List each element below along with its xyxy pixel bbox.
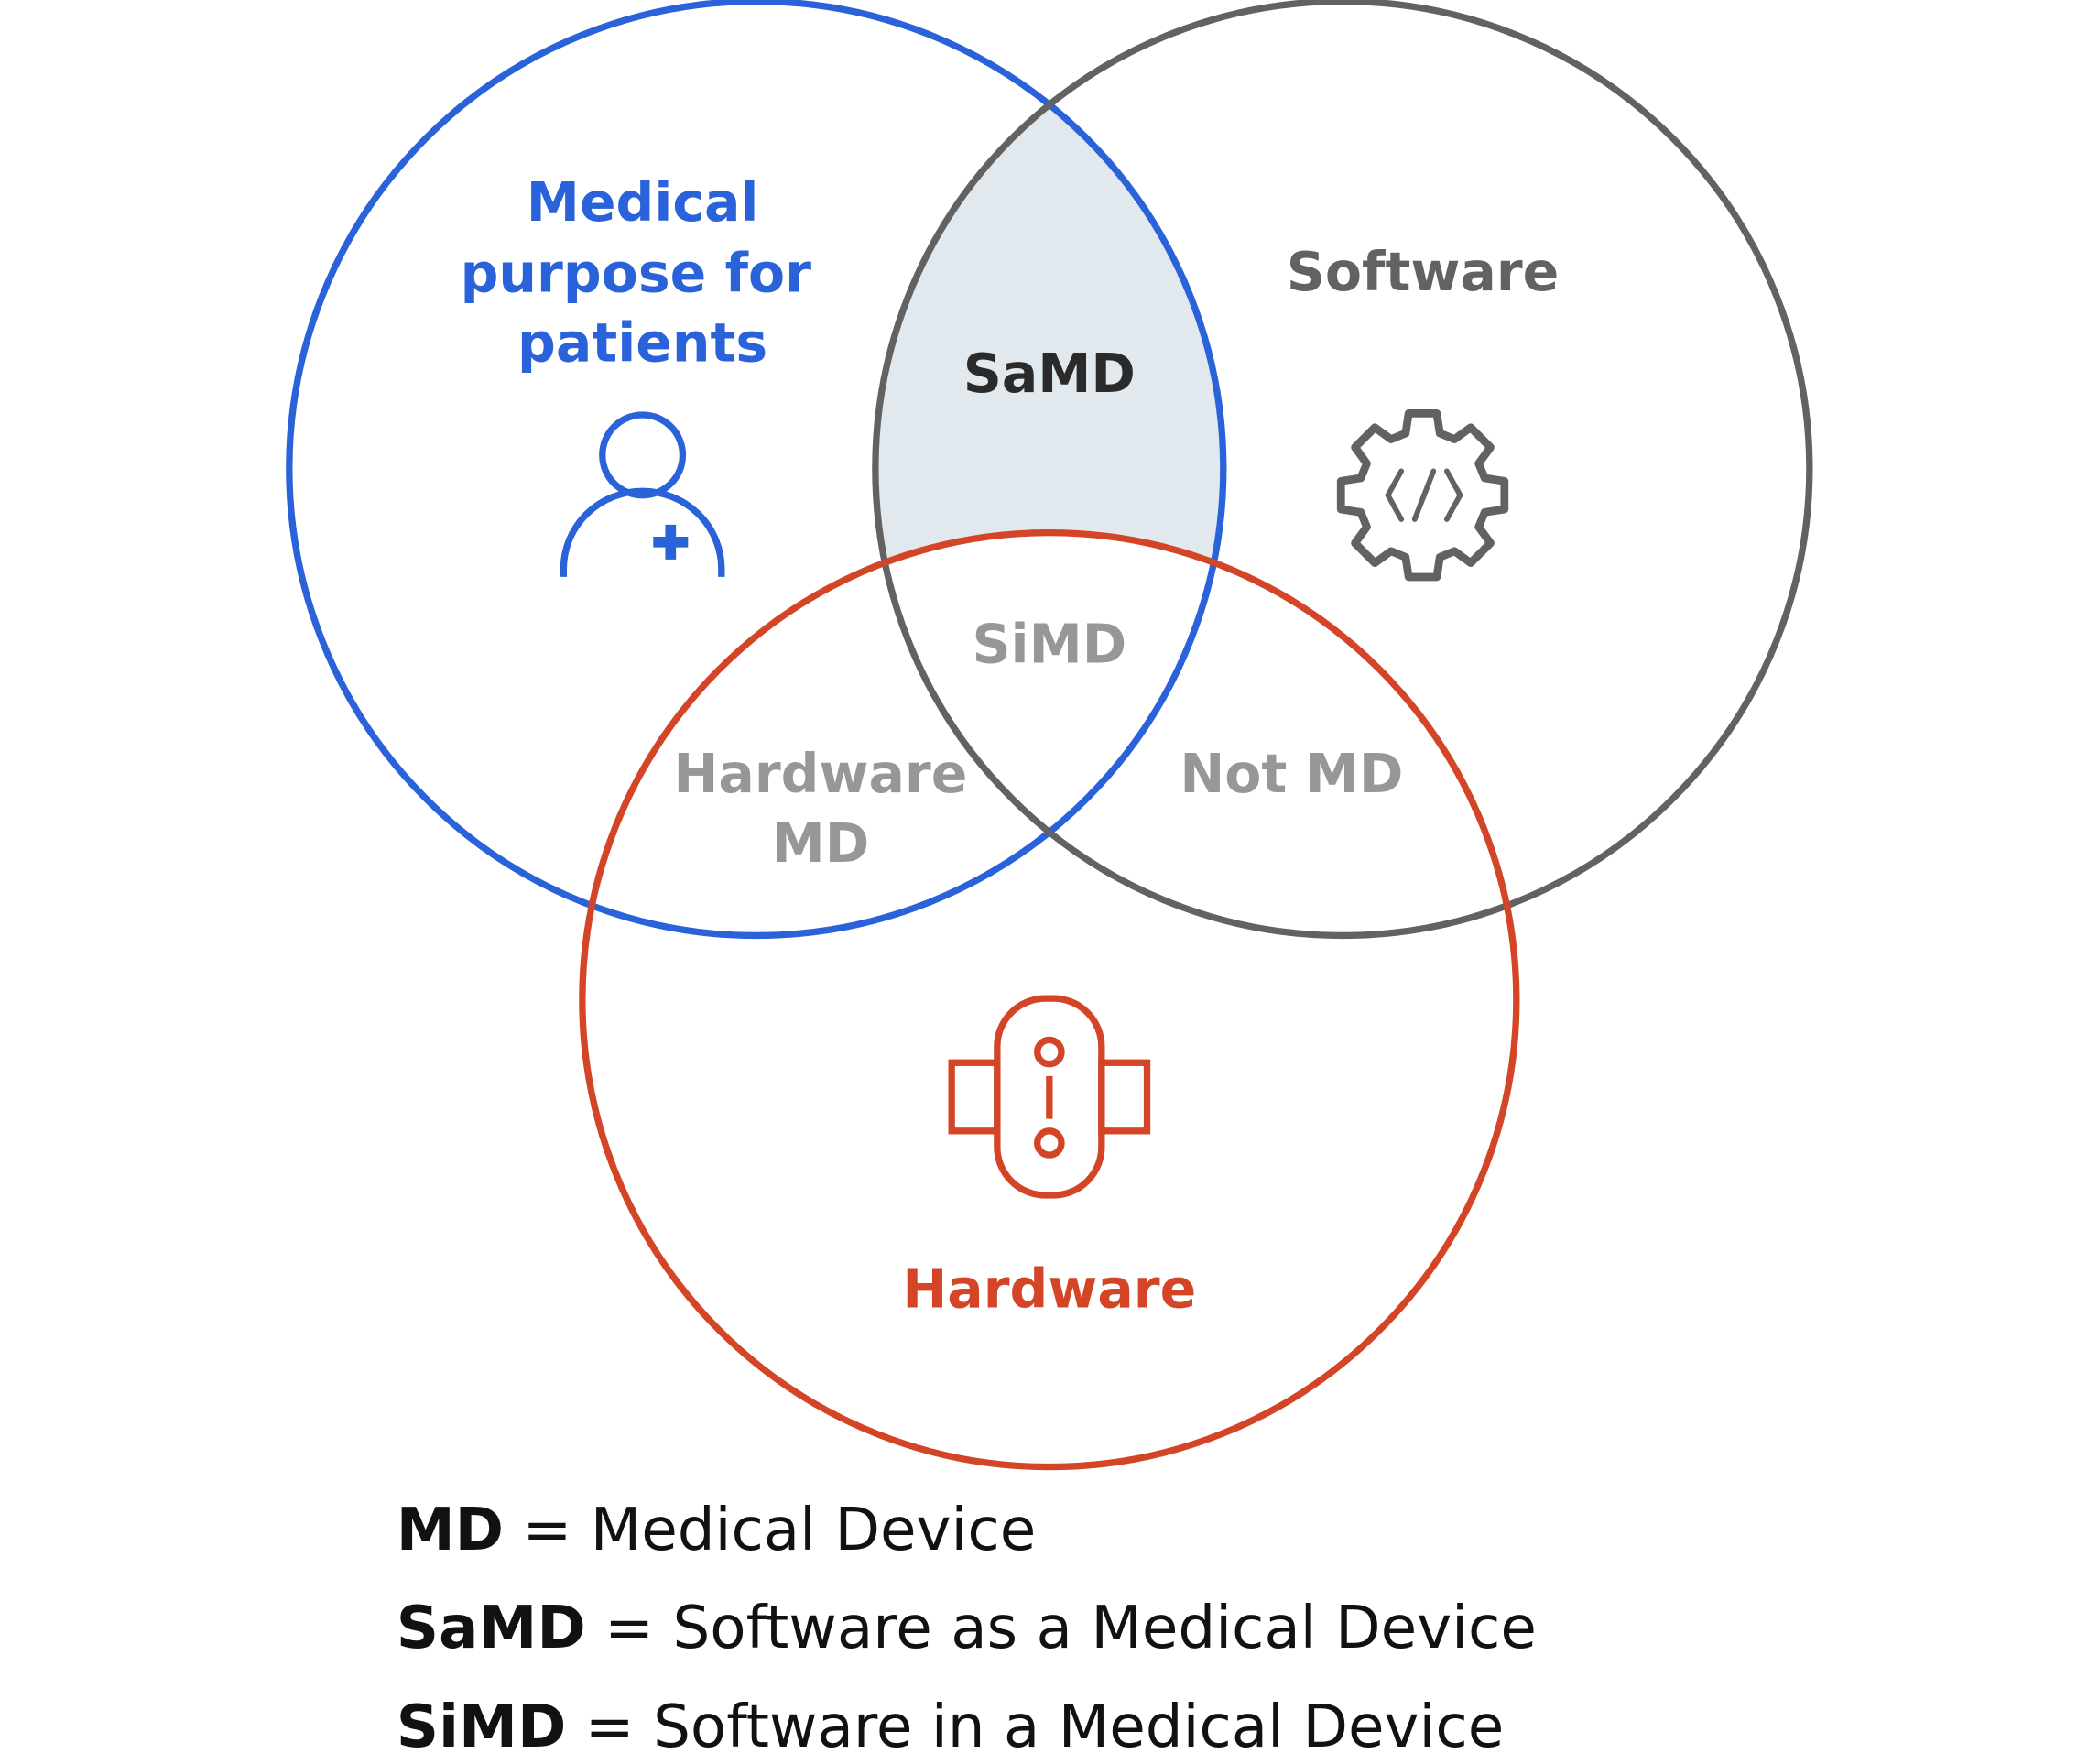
medical-label-1: Medical <box>527 171 759 234</box>
patient-plus-icon <box>560 411 725 577</box>
gear-code-icon <box>1336 409 1509 582</box>
simd-label: SiMD <box>972 613 1126 675</box>
legend: MD = Medical Device SaMD = Software as a… <box>397 1496 1537 1761</box>
wearable-device-icon <box>948 995 1151 1199</box>
medical-label-3: patients <box>517 312 767 375</box>
software-circle <box>872 0 1813 939</box>
samd-label: SaMD <box>963 343 1136 405</box>
legend-simd: SiMD = Software in a Medical Device <box>397 1693 1505 1761</box>
not-md-label: Not MD <box>1180 743 1403 805</box>
hardware-circle <box>579 528 1520 1471</box>
software-label: Software <box>1287 241 1559 303</box>
hardware-md-label-2: MD <box>772 812 870 875</box>
medical-purpose-circle <box>286 0 1227 939</box>
legend-md: MD = Medical Device <box>397 1496 1037 1564</box>
hardware-label: Hardware <box>902 1258 1196 1321</box>
hardware-md-label-1: Hardware <box>674 743 968 805</box>
medical-label-2: purpose for <box>461 243 812 305</box>
legend-samd: SaMD = Software as a Medical Device <box>397 1594 1537 1662</box>
